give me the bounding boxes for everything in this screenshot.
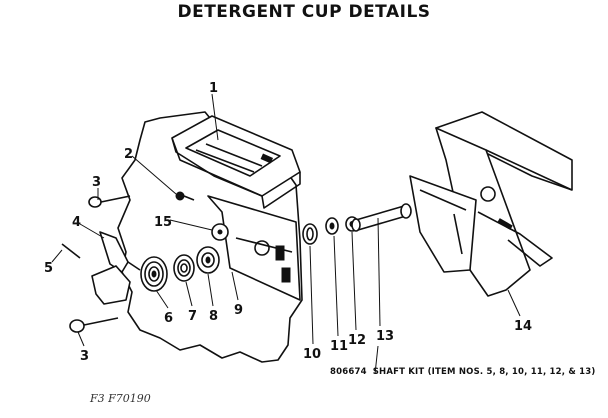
callout-4: 4 [72,215,81,230]
leader-lines [51,93,521,375]
callout-3-lower: 3 [80,349,89,364]
lever-4 [99,231,141,273]
callout-12: 12 [348,333,366,348]
margin-handwritten-note: F3 F70190 [90,392,151,405]
screw-2 [175,191,195,201]
cover-plate [207,195,301,301]
callout-10: 10 [303,347,321,362]
detergent-cup [171,115,301,209]
spring-6 [140,256,168,292]
screw-3-upper [88,195,131,208]
callout-13: 13 [376,329,394,344]
callout-6: 6 [164,311,173,326]
shaft-kit-note: 806674 SHAFT KIT (ITEM NOS. 5, 8, 10, 11,… [330,367,595,377]
o-ring-10 [302,223,318,245]
callout-7: 7 [188,309,197,324]
bushing-8 [196,246,220,274]
callout-8: 8 [209,309,218,324]
coil-7 [173,254,195,282]
cup-door-14 [409,111,573,297]
shaft-13 [351,203,412,232]
callout-1: 1 [209,81,218,96]
callout-3-upper: 3 [92,175,101,190]
callout-5: 5 [44,261,53,276]
diagram-title: DETERGENT CUP DETAILS [177,2,431,22]
shaft-kit-part-number: 806674 [330,367,367,377]
shaft-kit-description: SHAFT KIT (ITEM NOS. 5, 8, 10, 11, 12, &… [372,367,596,377]
callout-14: 14 [514,319,532,334]
callout-2: 2 [124,147,133,162]
callout-15: 15 [154,215,172,230]
pin-5 [61,243,81,259]
callout-11: 11 [330,339,348,354]
callout-9: 9 [234,303,243,318]
latch-bracket [91,265,131,305]
screw-3-lower [69,317,119,333]
